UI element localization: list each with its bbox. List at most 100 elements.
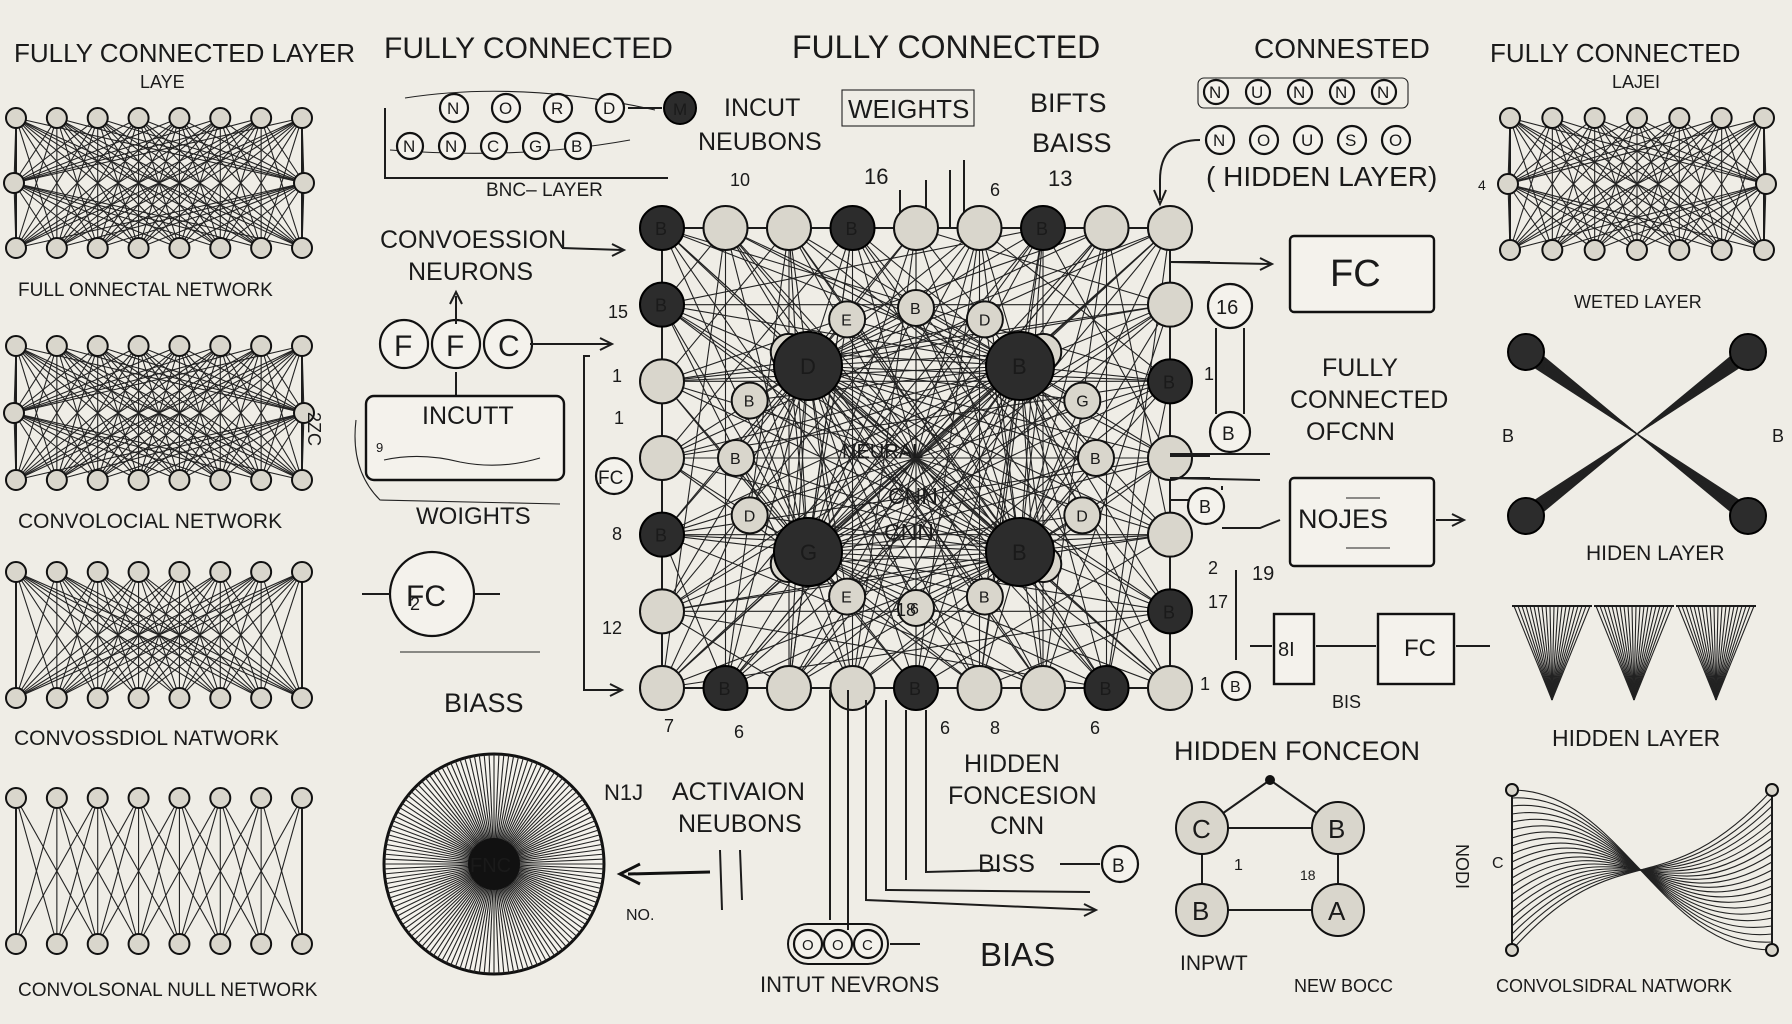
bottom-small-node-label: O xyxy=(832,937,844,954)
panel-2-edge xyxy=(179,345,303,481)
twist-node xyxy=(1505,783,1519,797)
ring-node xyxy=(1020,665,1066,711)
ring-node xyxy=(702,205,749,251)
cone-strand xyxy=(1715,605,1731,701)
inner-node xyxy=(773,517,843,587)
fcc-circle-label: F xyxy=(394,330,412,363)
num-16-right-node xyxy=(1206,282,1254,330)
hidden-foncesion-label: HIDDEN FONCESION CNN xyxy=(948,750,1104,840)
bottom-capsule xyxy=(787,923,889,965)
fnc-radial-circle xyxy=(382,752,606,976)
panel-1-edge xyxy=(138,117,305,184)
panel-1-edge xyxy=(15,117,139,249)
panel-1-edge xyxy=(97,117,303,249)
panel-2-edge xyxy=(138,345,305,414)
panel-5-node xyxy=(1541,107,1564,129)
incut-neurons-label: INCUT NEUBONS xyxy=(698,94,822,156)
panel-2-edge xyxy=(219,345,305,414)
panel-5-edge xyxy=(1507,117,1722,185)
center-edge xyxy=(846,319,1021,553)
panel-1-node xyxy=(209,237,232,259)
center-edge xyxy=(807,380,1171,553)
cone-strand xyxy=(1677,605,1717,701)
panel-5-edge xyxy=(1507,117,1553,185)
title-top-right-center: CONNESTED xyxy=(1254,33,1430,64)
strip-node xyxy=(1244,78,1272,106)
hf-node xyxy=(1175,883,1229,937)
ring-node xyxy=(766,665,812,711)
ring-node xyxy=(639,588,685,635)
strip-node xyxy=(1370,78,1398,106)
cone-strand xyxy=(1633,605,1669,701)
number-10: 10 xyxy=(730,170,750,190)
panel-5-node xyxy=(1668,107,1691,129)
center-cross-edge xyxy=(661,534,1171,612)
mid-ring-node xyxy=(965,577,1004,616)
cone-strand xyxy=(1701,605,1717,701)
strip-node xyxy=(490,92,522,124)
panel-5-node xyxy=(1626,239,1648,261)
panel-3-node xyxy=(291,687,313,709)
panel-3-curve xyxy=(56,571,303,699)
cone-strand xyxy=(1551,605,1567,701)
panel-5-edge xyxy=(1507,183,1680,251)
fnc-label: FNC xyxy=(470,855,511,877)
strip-node xyxy=(437,131,467,161)
panel-5-node xyxy=(1583,239,1606,261)
cone-strand xyxy=(1689,605,1717,701)
bottom-small-node-label: C xyxy=(862,937,873,954)
strip-node-label: B xyxy=(571,137,582,156)
ring-node xyxy=(1147,358,1193,405)
panel-2-edge xyxy=(13,345,99,414)
center-edge xyxy=(807,551,980,689)
strip-node xyxy=(563,131,593,161)
cone-strand xyxy=(1545,605,1553,701)
panel-5-edge xyxy=(1678,117,1765,251)
cone-strand xyxy=(1715,605,1751,701)
strip-node xyxy=(1336,124,1368,156)
side-b-nodes: 16 B B xyxy=(1169,282,1270,526)
num-1b: 1 xyxy=(614,408,624,428)
cone-strand xyxy=(1551,605,1555,701)
cone-strand xyxy=(1551,605,1575,701)
strip-node-label: O xyxy=(1257,131,1270,150)
ring-node xyxy=(639,205,685,251)
number-13-top: 13 xyxy=(1048,166,1072,191)
panel-2-node xyxy=(291,335,313,357)
ring-node xyxy=(639,665,685,711)
panel-1-edge xyxy=(15,117,58,249)
bifts-baiss-label: BIFTS BAISS xyxy=(1030,88,1114,158)
panel-4-node xyxy=(5,933,27,955)
twist-strand xyxy=(1511,789,1773,951)
panel-2-node xyxy=(86,469,109,491)
box-fc-small-label: FC xyxy=(1404,635,1436,662)
inner-node-label: B xyxy=(1012,354,1027,379)
num-6-c: 6 xyxy=(1090,718,1100,738)
title-top-center: FULLY CONNECTED xyxy=(792,29,1100,65)
panel-2-node xyxy=(5,469,27,491)
strip-node-label: O xyxy=(1389,131,1402,150)
bias-bottom-label: BIAS xyxy=(980,936,1055,973)
box-fc-small xyxy=(1376,612,1456,686)
panel-3-node xyxy=(45,687,68,709)
cone-strand xyxy=(1541,605,1553,701)
strip-node-label: D xyxy=(603,99,615,118)
cone-strand xyxy=(1551,605,1571,701)
cone-strand xyxy=(1595,605,1635,701)
panel-3-node xyxy=(209,561,232,583)
num-16-right: 16 xyxy=(1216,297,1238,319)
inner-node xyxy=(985,517,1055,587)
ring-node xyxy=(766,205,812,251)
num-1-right-mid: 1 xyxy=(1200,674,1210,694)
panel-3-node xyxy=(45,561,68,583)
incutt-mark: 9 xyxy=(376,440,383,455)
center-edge xyxy=(661,365,1021,612)
panel-5-node xyxy=(1499,239,1521,261)
mid-ring-node xyxy=(1063,381,1102,420)
panel-2-edge xyxy=(15,345,99,481)
panel-4-node xyxy=(127,787,150,809)
bottom-small-node xyxy=(792,928,824,960)
fnc-core xyxy=(468,838,520,890)
panel-5-node xyxy=(1497,173,1519,195)
